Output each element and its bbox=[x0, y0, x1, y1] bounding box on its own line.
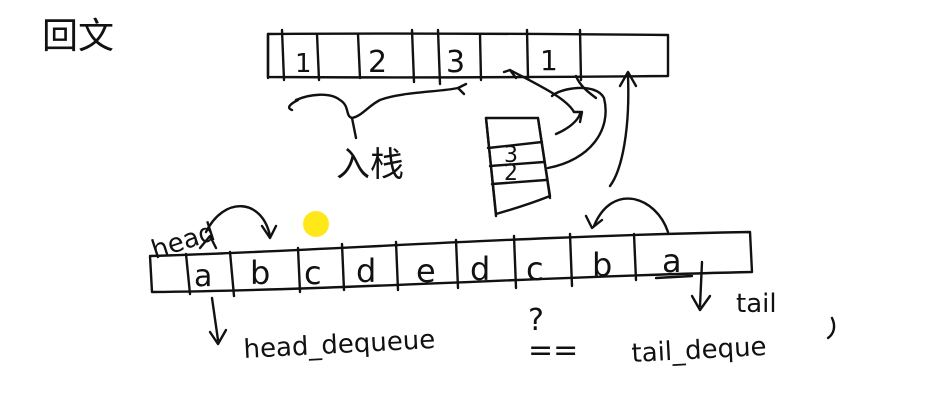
top-array-divider bbox=[578, 28, 583, 82]
push-stack-label: 入栈 bbox=[336, 145, 404, 185]
stack: 3 2 bbox=[484, 116, 552, 218]
top-array-divider bbox=[280, 28, 286, 82]
bottom-array-divider bbox=[394, 240, 400, 292]
top-array-divider bbox=[436, 28, 442, 86]
bottom-cell-value: b bbox=[250, 254, 270, 292]
bottom-cell-value: e bbox=[416, 252, 436, 290]
head-pointer bbox=[198, 234, 218, 250]
bottom-cell-value: c bbox=[526, 250, 544, 288]
head-move-arrow bbox=[204, 205, 278, 240]
equals-mark: == bbox=[528, 333, 578, 368]
bottom-cell-value: d bbox=[470, 250, 490, 288]
cursor-highlight bbox=[303, 211, 329, 237]
top-array-frame bbox=[266, 32, 670, 79]
compare-mark: ? bbox=[528, 303, 544, 338]
bottom-array-divider bbox=[454, 238, 460, 290]
top-array-divider bbox=[478, 32, 483, 82]
bottom-array-frame bbox=[148, 230, 754, 294]
stack-divider bbox=[486, 140, 544, 150]
tail-label: tail bbox=[736, 289, 777, 319]
top-cell-value: 3 bbox=[446, 45, 465, 80]
top-cell-value: 1 bbox=[295, 49, 312, 79]
brace-tip bbox=[350, 116, 358, 140]
top-cell-value: 1 bbox=[540, 44, 558, 77]
underline bbox=[654, 274, 694, 280]
stack-divider bbox=[490, 178, 548, 186]
bottom-cell-value: b bbox=[592, 246, 612, 284]
top-array-divider bbox=[410, 28, 416, 84]
pop-arrow bbox=[554, 110, 584, 136]
bottom-array-divider bbox=[228, 250, 236, 298]
bottom-cell-value: a bbox=[194, 259, 212, 294]
stack-divider bbox=[488, 160, 546, 168]
brace bbox=[294, 86, 460, 120]
tail-dequeue-arrow bbox=[690, 260, 712, 312]
title: 回文 bbox=[42, 16, 114, 57]
top-array-divider bbox=[525, 28, 530, 80]
bottom-array-divider bbox=[632, 232, 638, 282]
top-array: 1 2 3 1 bbox=[266, 28, 670, 86]
bottom-cell-value: c bbox=[304, 254, 322, 292]
bottom-array: a b c d e d c b a bbox=[148, 230, 754, 298]
brace-tail bbox=[287, 98, 300, 112]
compare-arrow bbox=[608, 70, 638, 188]
stack-item: 3 bbox=[504, 143, 518, 168]
pop-arrow bbox=[502, 68, 576, 114]
bottom-array-divider bbox=[512, 234, 518, 290]
pop-arrow bbox=[546, 86, 607, 170]
pop-arrow bbox=[574, 74, 598, 100]
tail-dequeue-label: tail_deque bbox=[631, 332, 767, 369]
bottom-array-divider bbox=[184, 252, 192, 296]
head-dequeue-arrow bbox=[208, 296, 228, 346]
bottom-array-divider bbox=[568, 232, 574, 288]
top-array-divider bbox=[356, 32, 362, 80]
tail-move-arrow bbox=[584, 197, 670, 234]
top-array-divider bbox=[315, 32, 321, 82]
top-cell-value: 2 bbox=[368, 45, 387, 80]
head-dequeue-label: head_dequeue bbox=[243, 325, 436, 365]
arrow-head bbox=[456, 82, 468, 96]
bottom-array-divider bbox=[340, 242, 346, 292]
bottom-cell-value: a bbox=[662, 242, 682, 280]
bottom-cell-value: d bbox=[356, 252, 376, 290]
stack-wall bbox=[536, 116, 552, 200]
bottom-array-divider bbox=[296, 246, 302, 294]
stack-item: 2 bbox=[504, 161, 518, 186]
comma-mark bbox=[826, 316, 836, 340]
